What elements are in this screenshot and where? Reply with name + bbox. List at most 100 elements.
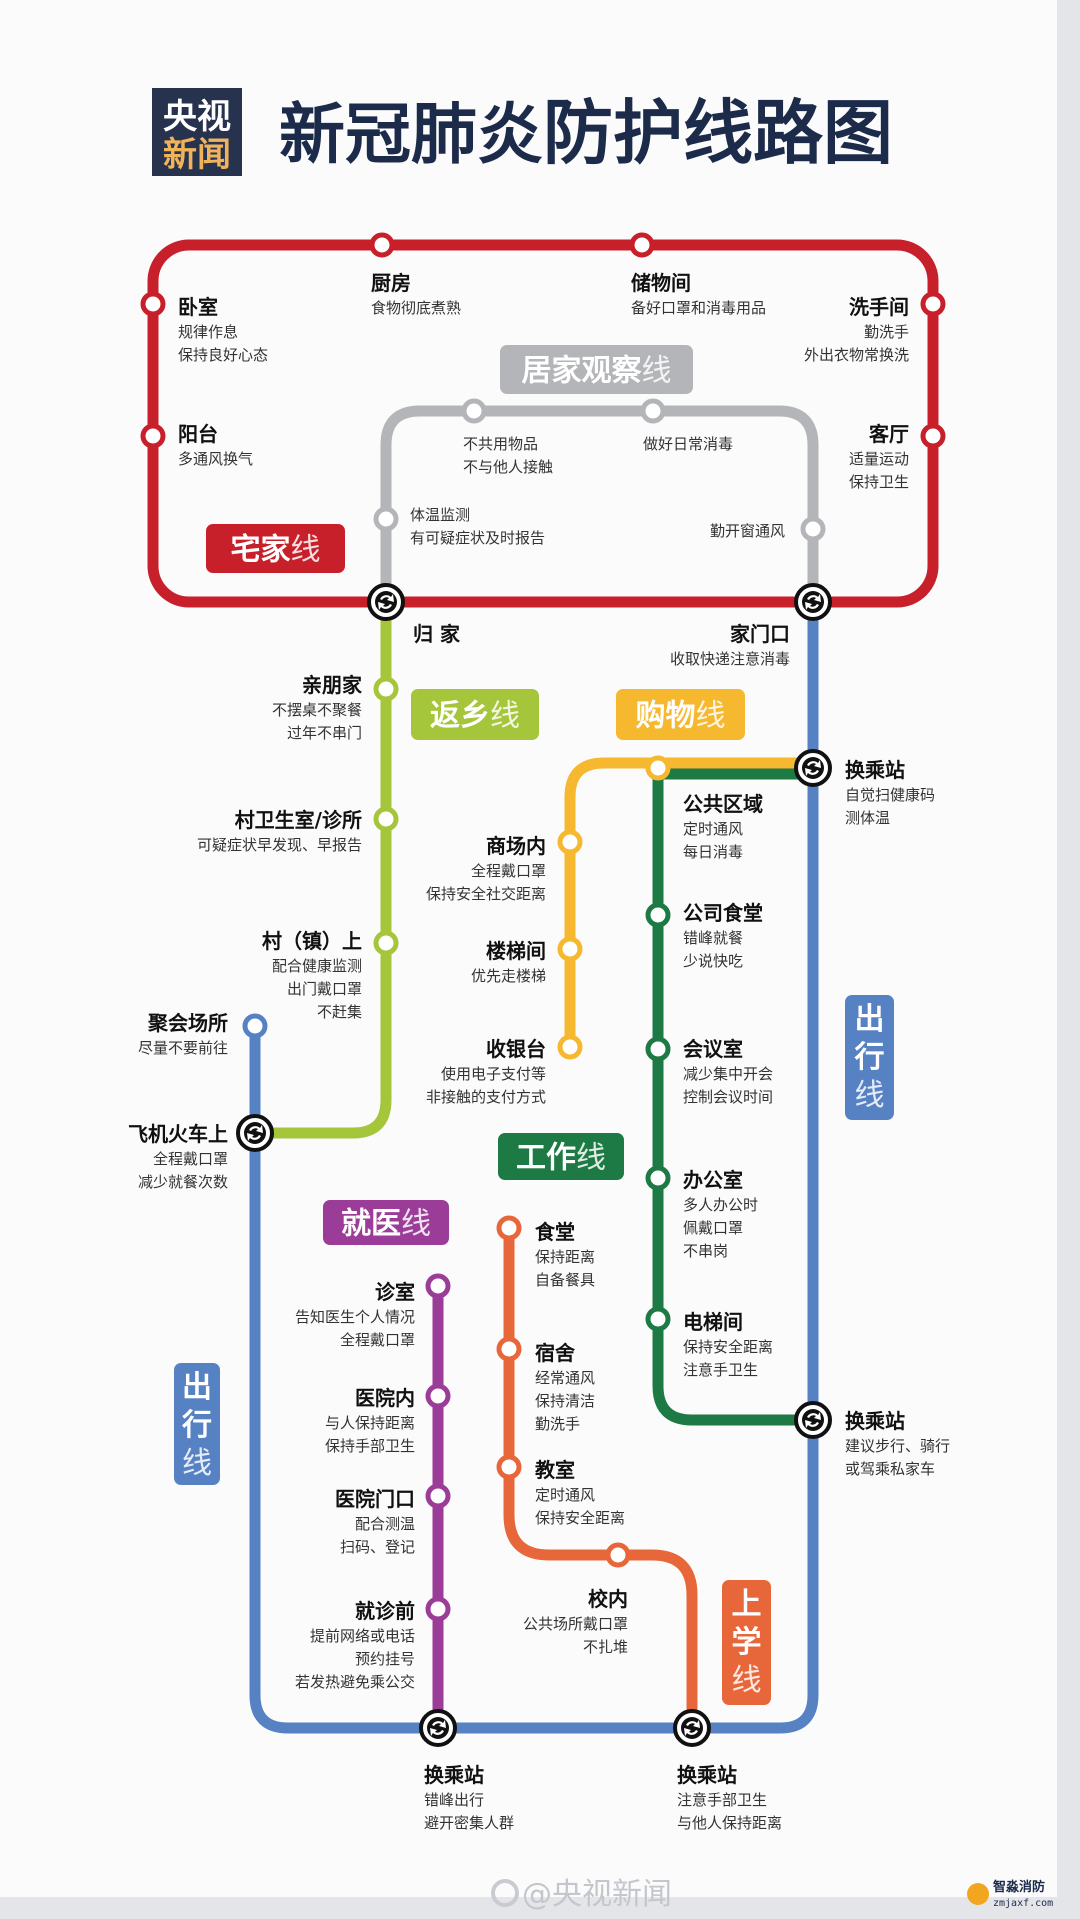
station-shopping [557,829,583,855]
line-suffix: 线 [732,1663,762,1698]
station-desc: 保持手部卫生 [325,1437,415,1455]
station-desc: 过年不串门 [287,724,362,742]
station-travel [242,1013,268,1039]
station-name: 公司食堂 [683,901,763,925]
line-suffix: 线 [855,1078,885,1113]
station-desc: 测体温 [845,809,890,827]
station-desc: 若发热避免乘公交 [295,1673,415,1691]
transfer-station-icon [794,749,832,787]
line-name: 购物 [636,699,696,734]
station-observe [640,398,666,424]
station-desc: 建议步行、骑行 [845,1437,950,1455]
station-desc: 与他人保持距离 [677,1814,782,1832]
station-medical [425,1383,451,1409]
station-name: 换乘站 [845,1409,905,1433]
station-desc: 尽量不要前往 [138,1039,228,1057]
station-desc: 外出衣物常换洗 [804,346,909,364]
line-suffix: 线 [490,699,520,734]
station-medical [425,1596,451,1622]
station-desc: 保持良好心态 [178,346,268,364]
line-return [249,596,392,1139]
station-observe [800,516,826,542]
station-home [629,232,655,258]
station-observe [373,506,399,532]
title-part1: 新冠肺炎 [279,96,543,173]
line-label-return: 返乡线 [411,689,539,740]
station-desc: 注意手部卫生 [677,1791,767,1809]
station-name: 办公室 [683,1168,743,1192]
svg-text:工作线: 工作线 [516,1141,606,1176]
transfer-station-icon [794,583,832,621]
station-label: 归 家 [413,622,461,646]
svg-text:购物线: 购物线 [636,699,726,734]
station-medical [425,1483,451,1509]
station-work [645,1306,671,1332]
line-label-school: 上学线 [722,1580,771,1705]
svg-text:就医线: 就医线 [341,1207,431,1242]
line-label-travel: 出行线 [174,1363,220,1485]
station-desc: 多通风换气 [178,450,253,468]
station-desc: 不摆桌不聚餐 [272,701,362,719]
weibo-handle: @央视新闻 [522,1877,672,1912]
station-name: 宿舍 [535,1341,576,1365]
transfer-station-icon [419,1709,457,1747]
line-suffix: 线 [291,533,321,568]
transfer-station-icon [794,1401,832,1439]
station-desc: 保持清洁 [535,1392,595,1410]
station-name: 公共区域 [683,792,763,816]
station-work [645,902,671,928]
station-desc: 保持距离 [535,1248,595,1266]
station-label: 勤开窗通风 [710,522,785,540]
line-name-char: 出 [855,1002,885,1037]
station-name: 聚会场所 [147,1011,228,1035]
station-desc: 做好日常消毒 [643,435,733,453]
station-desc: 减少集中开会 [683,1065,773,1083]
station-desc: 保持卫生 [849,473,909,491]
station-name: 村（镇）上 [262,929,362,953]
site-name: 智淼消防 [993,1879,1045,1895]
station-home [140,423,166,449]
station-name: 洗手间 [849,295,909,319]
station-name: 换乘站 [424,1763,484,1787]
station-work [645,1036,671,1062]
line-suffix: 线 [182,1446,212,1481]
line-label-travel: 出行线 [845,995,894,1120]
station-name: 校内 [588,1587,628,1611]
station-desc: 佩戴口罩 [683,1219,743,1237]
station-return [373,676,399,702]
station-desc: 全程戴口罩 [471,862,546,880]
station-name: 教室 [535,1458,575,1482]
station-desc: 全程戴口罩 [340,1331,415,1349]
station-medical [425,1273,451,1299]
station-desc: 保持安全社交距离 [426,885,546,903]
station-desc: 每日消毒 [683,843,743,861]
station-name: 卧室 [178,295,218,319]
line-travel [249,596,819,1734]
station-desc: 提前网络或电话 [310,1627,415,1645]
station-observe [461,398,487,424]
line-school [503,1222,698,1734]
station-desc: 配合测温 [355,1515,415,1533]
station-desc: 扫码、登记 [340,1538,415,1556]
station-desc: 错峰就餐 [683,929,743,947]
weibo-icon [491,1879,519,1907]
line-name: 就医 [341,1207,401,1242]
station-desc: 规律作息 [178,323,238,341]
line-name: 居家观察 [522,354,643,389]
station-name: 归 家 [413,622,461,646]
station-desc: 优先走楼梯 [471,967,546,985]
station-name: 会议室 [683,1037,743,1061]
